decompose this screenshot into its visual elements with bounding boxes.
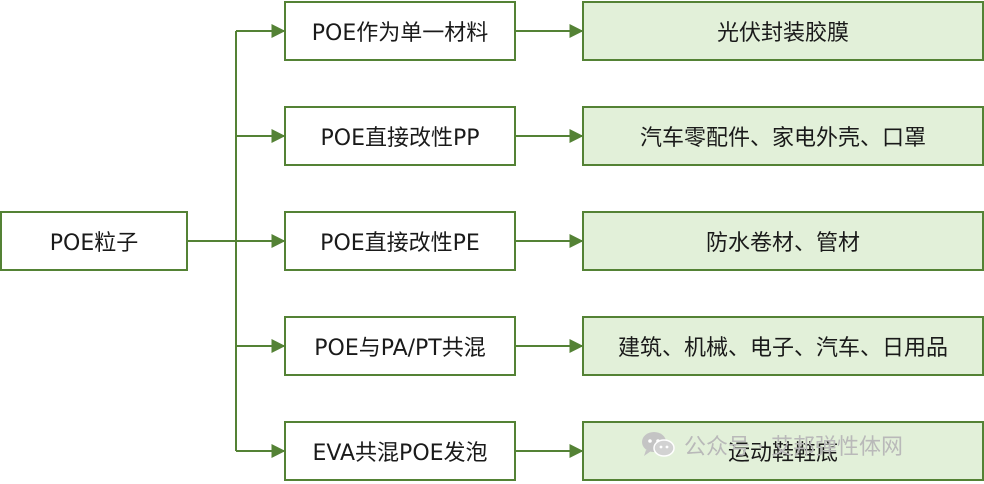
watermark: 公众号 · 艾邦弹性体网	[640, 428, 903, 462]
process-node-1: POE作为单一材料	[284, 1, 516, 61]
process-node-label: POE作为单一材料	[311, 21, 489, 46]
process-node-4: POE与PA/PT共混	[284, 316, 516, 376]
application-node-2: 汽车零配件、家电外壳、口罩	[582, 106, 984, 166]
process-node-2: POE直接改性PP	[284, 106, 516, 166]
wechat-icon	[642, 432, 675, 457]
process-node-label: POE与PA/PT共混	[314, 336, 486, 361]
process-node-label: POE直接改性PP	[320, 126, 480, 151]
watermark-text: 公众号 · 艾邦弹性体网	[684, 435, 903, 460]
process-node-3: POE直接改性PE	[284, 211, 516, 271]
application-node-label: 建筑、机械、电子、汽车、日用品	[617, 336, 948, 361]
process-node-label: EVA共混POE发泡	[312, 441, 488, 466]
application-node-4: 建筑、机械、电子、汽车、日用品	[582, 316, 984, 376]
application-node-label: 光伏封装胶膜	[716, 21, 849, 46]
process-node-label: POE直接改性PE	[320, 231, 480, 256]
application-node-label: 汽车零配件、家电外壳、口罩	[639, 126, 926, 151]
root-node-label: POE粒子	[49, 231, 139, 256]
application-node-1: 光伏封装胶膜	[582, 1, 984, 61]
application-node-label: 防水卷材、管材	[705, 231, 860, 256]
application-node-label: 运动鞋鞋底	[727, 441, 838, 466]
process-node-5: EVA共混POE发泡	[284, 421, 516, 481]
application-node-3: 防水卷材、管材	[582, 211, 984, 271]
root-node: POE粒子	[0, 211, 188, 271]
